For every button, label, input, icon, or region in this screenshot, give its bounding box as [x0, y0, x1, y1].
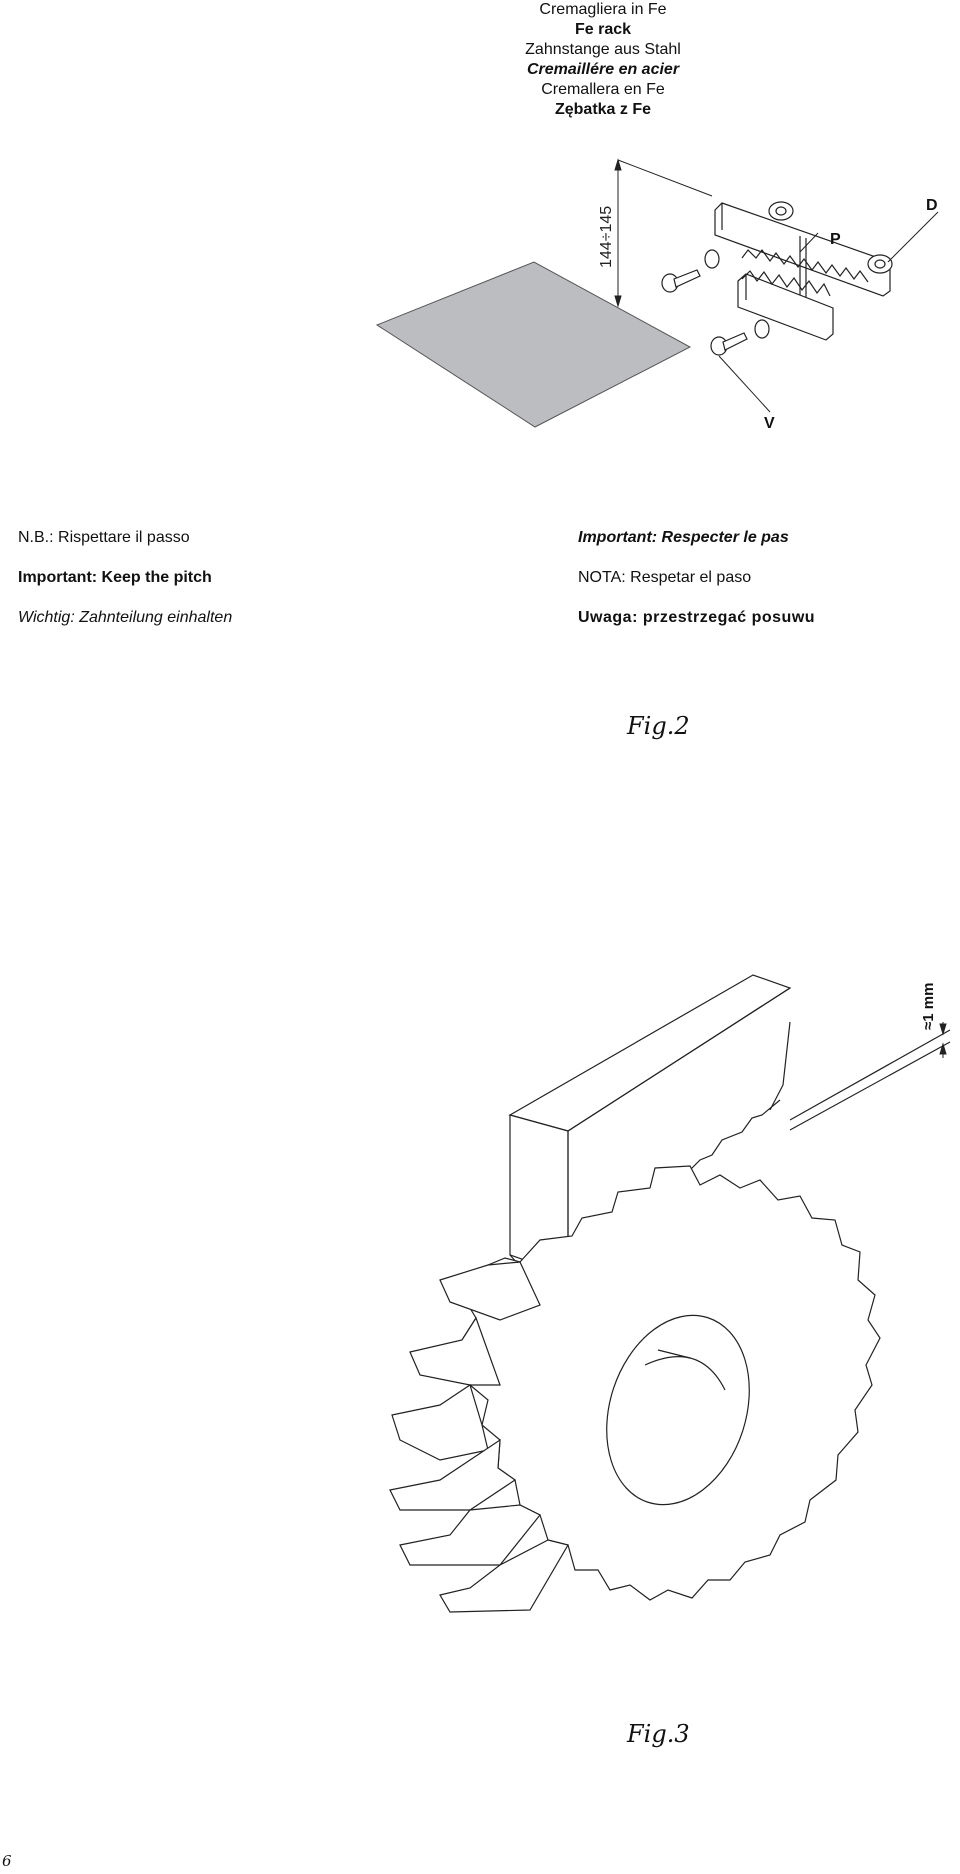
caption-italian: Cremagliera in Fe [539, 1, 667, 18]
rack-segment-lower [737, 270, 834, 341]
note-english: Important: Keep the pitch [18, 569, 212, 586]
caption-french: Cremaillére en acier [526, 61, 680, 78]
gap-label: ≈1 mm [920, 983, 937, 1030]
label-v: V [764, 415, 775, 432]
dimension-label: 144÷145 [598, 206, 615, 268]
figure-3-caption: Fig.3 [627, 1720, 690, 1748]
note-spanish: NOTA: Respetar el paso [578, 569, 752, 586]
note-italian: N.B.: Rispettare il passo [18, 529, 190, 546]
note-french: Important: Respecter le pas [578, 529, 789, 546]
material-caption: Cremagliera in Fe Fe rack Zahnstange aus… [475, 0, 731, 120]
caption-english: Fe rack [574, 21, 632, 38]
notes-right-column: Important: Respecter le pas NOTA: Respet… [578, 528, 948, 628]
label-p: P [830, 231, 841, 248]
caption-spanish: Cremallera en Fe [541, 81, 665, 98]
label-d: D [926, 197, 938, 214]
leader-lines [718, 211, 939, 413]
rack-mounting-diagram: 144÷145 P D V [375, 158, 939, 432]
notes-left-column: N.B.: Rispettare il passo Important: Kee… [18, 528, 458, 628]
note-german: Wichtig: Zahnteilung einhalten [18, 609, 233, 626]
gap-dimension [939, 1022, 947, 1058]
screws-and-washers [661, 249, 770, 356]
pinion-gear [389, 1165, 881, 1613]
note-polish: Uwaga: przestrzegać posuwu [578, 609, 816, 626]
gate-panel [375, 261, 692, 428]
figure-2-caption: Fig.2 [627, 712, 690, 740]
page-number: 6 [2, 1852, 12, 1870]
pinion-rack-gap-diagram: ≈1 mm [389, 974, 951, 1613]
rack-bar [508, 974, 951, 1286]
dimension-line [614, 158, 713, 308]
caption-polish: Zębatka z Fe [554, 101, 652, 118]
spacer-bolts [768, 201, 893, 274]
caption-german: Zahnstange aus Stahl [525, 41, 681, 58]
